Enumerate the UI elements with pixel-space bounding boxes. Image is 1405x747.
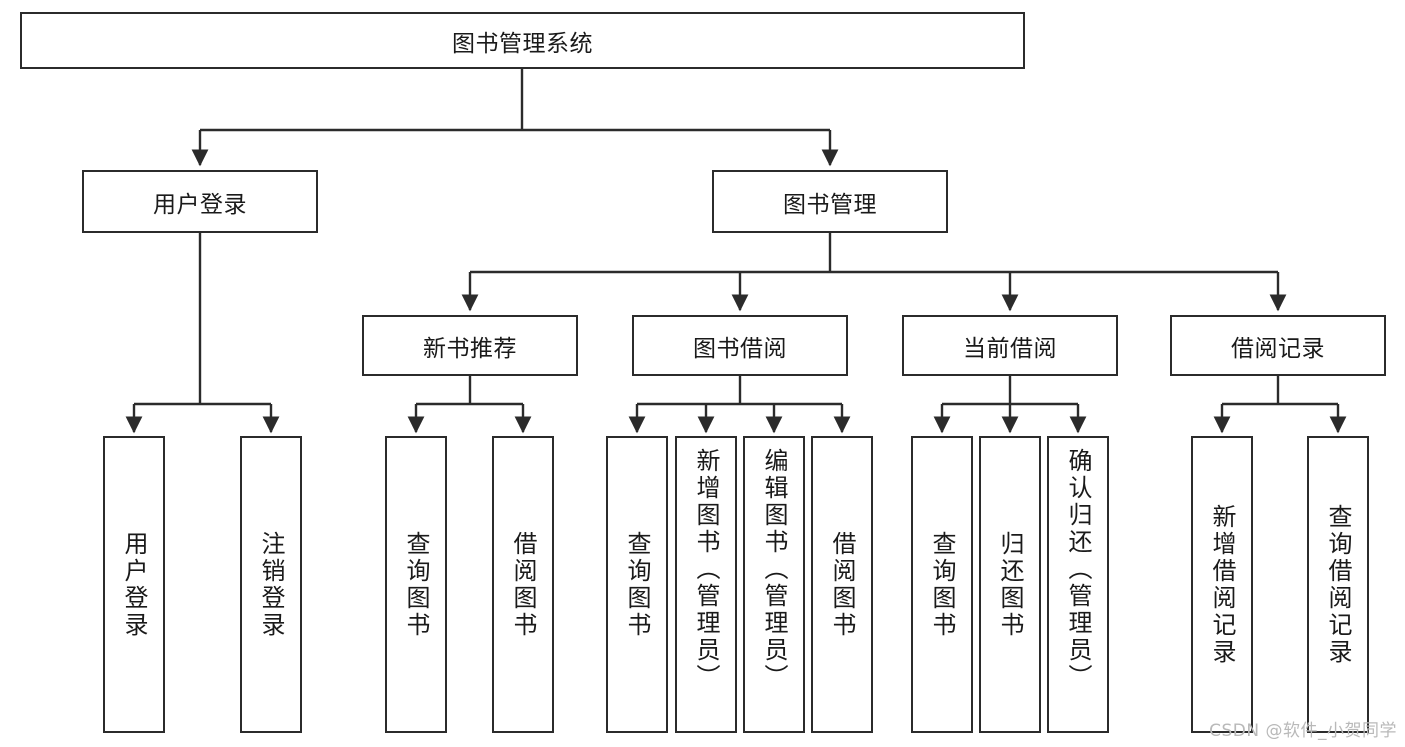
node-leaf-logout-label: 注销登录	[257, 530, 285, 639]
node-leaf-query-book-2-label: 查询图书	[623, 530, 651, 639]
node-borrow-record[interactable]: 借阅记录	[1170, 315, 1386, 376]
node-book-borrow-label: 图书借阅	[693, 335, 787, 362]
node-book-borrow[interactable]: 图书借阅	[632, 315, 848, 376]
node-new-book-recommend[interactable]: 新书推荐	[362, 315, 578, 376]
node-user-login-label: 用户登录	[153, 191, 247, 218]
node-leaf-confirm-return-label: 确认归还（管理员）	[1064, 448, 1092, 691]
node-leaf-edit-book-label: 编辑图书（管理员）	[760, 448, 788, 691]
node-leaf-edit-book[interactable]: 编辑图书（管理员）	[743, 436, 805, 733]
node-leaf-add-book-label: 新增图书（管理员）	[692, 448, 720, 691]
node-leaf-query-record[interactable]: 查询借阅记录	[1307, 436, 1369, 733]
node-leaf-return-book-label: 归还图书	[996, 530, 1024, 639]
node-root[interactable]: 图书管理系统	[20, 12, 1025, 69]
node-leaf-borrow-book-2-label: 借阅图书	[828, 530, 856, 639]
node-leaf-borrow-book-1[interactable]: 借阅图书	[492, 436, 554, 733]
node-leaf-borrow-book-1-label: 借阅图书	[509, 530, 537, 639]
node-leaf-add-record-label: 新增借阅记录	[1208, 503, 1236, 666]
node-leaf-return-book[interactable]: 归还图书	[979, 436, 1041, 733]
node-current-borrow-label: 当前借阅	[963, 335, 1057, 362]
node-leaf-user-login-label: 用户登录	[120, 530, 148, 639]
node-leaf-query-book-3[interactable]: 查询图书	[911, 436, 973, 733]
node-leaf-confirm-return[interactable]: 确认归还（管理员）	[1047, 436, 1109, 733]
node-leaf-query-book-3-label: 查询图书	[928, 530, 956, 639]
node-borrow-record-label: 借阅记录	[1231, 335, 1325, 362]
node-book-manage-label: 图书管理	[783, 191, 877, 218]
node-leaf-query-book-1[interactable]: 查询图书	[385, 436, 447, 733]
node-leaf-borrow-book-2[interactable]: 借阅图书	[811, 436, 873, 733]
node-leaf-query-book-1-label: 查询图书	[402, 530, 430, 639]
node-leaf-add-record[interactable]: 新增借阅记录	[1191, 436, 1253, 733]
node-leaf-query-record-label: 查询借阅记录	[1324, 503, 1352, 666]
node-root-label: 图书管理系统	[452, 30, 593, 57]
node-book-manage[interactable]: 图书管理	[712, 170, 948, 233]
node-user-login[interactable]: 用户登录	[82, 170, 318, 233]
node-leaf-logout[interactable]: 注销登录	[240, 436, 302, 733]
node-leaf-add-book[interactable]: 新增图书（管理员）	[675, 436, 737, 733]
node-new-book-recommend-label: 新书推荐	[423, 335, 517, 362]
node-current-borrow[interactable]: 当前借阅	[902, 315, 1118, 376]
node-leaf-user-login[interactable]: 用户登录	[103, 436, 165, 733]
node-leaf-query-book-2[interactable]: 查询图书	[606, 436, 668, 733]
